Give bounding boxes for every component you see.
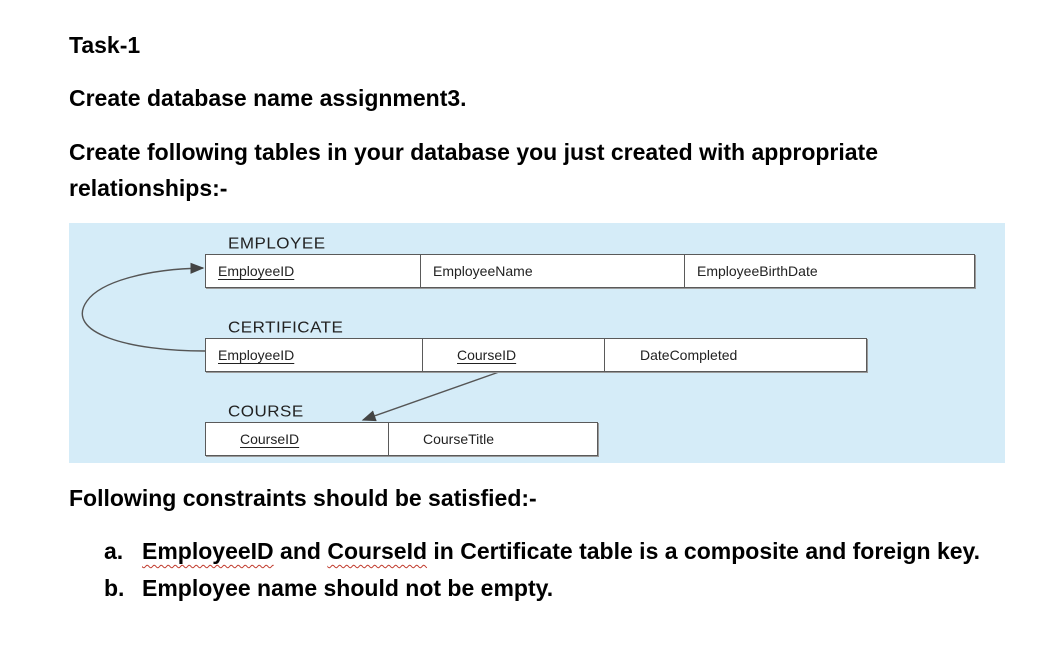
list-item: b. Employee name should not be empty. — [104, 570, 1004, 607]
certificate-column-courseid: CourseID — [422, 338, 605, 372]
certificate-column-employeeid: EmployeeID — [205, 338, 423, 372]
employee-column-employeeid: EmployeeID — [205, 254, 421, 288]
constraints-heading: Following constraints should be satisfie… — [69, 485, 537, 511]
list-item: a. EmployeeID and CourseId in Certificat… — [104, 533, 1004, 570]
constraints-list: a. EmployeeID and CourseId in Certificat… — [104, 533, 1004, 607]
course-column-coursetitle: CourseTitle — [388, 422, 598, 456]
instruction-create-tables: Create following tables in your database… — [69, 139, 878, 201]
table-name-certificate: CERTIFICATE — [228, 319, 344, 337]
employee-column-employeename: EmployeeName — [420, 254, 685, 288]
table-name-course: COURSE — [228, 403, 304, 421]
course-column-courseid: CourseID — [205, 422, 389, 456]
task-title: Task-1 — [69, 32, 141, 58]
instruction-create-database: Create database name assignment3. — [69, 85, 467, 111]
list-marker: b. — [104, 575, 125, 601]
er-diagram: EMPLOYEE EmployeeID EmployeeName Employe… — [69, 223, 1005, 463]
relationship-arrows — [81, 262, 500, 422]
arrow-certificate-to-employee — [81, 262, 206, 352]
arrow-certificate-to-course — [361, 371, 500, 422]
term-employeeid: EmployeeID — [142, 538, 274, 564]
employee-column-employeebirthdate: EmployeeBirthDate — [684, 254, 975, 288]
certificate-column-datecompleted: DateCompleted — [604, 338, 867, 372]
term-courseid: CourseId — [327, 538, 428, 564]
text-and: and — [280, 538, 321, 564]
constraint-a-text: in Certificate table is a composite and … — [433, 538, 981, 564]
constraint-b-text: Employee name should not be empty. — [142, 575, 554, 601]
table-name-employee: EMPLOYEE — [228, 235, 326, 253]
list-marker: a. — [104, 538, 124, 564]
